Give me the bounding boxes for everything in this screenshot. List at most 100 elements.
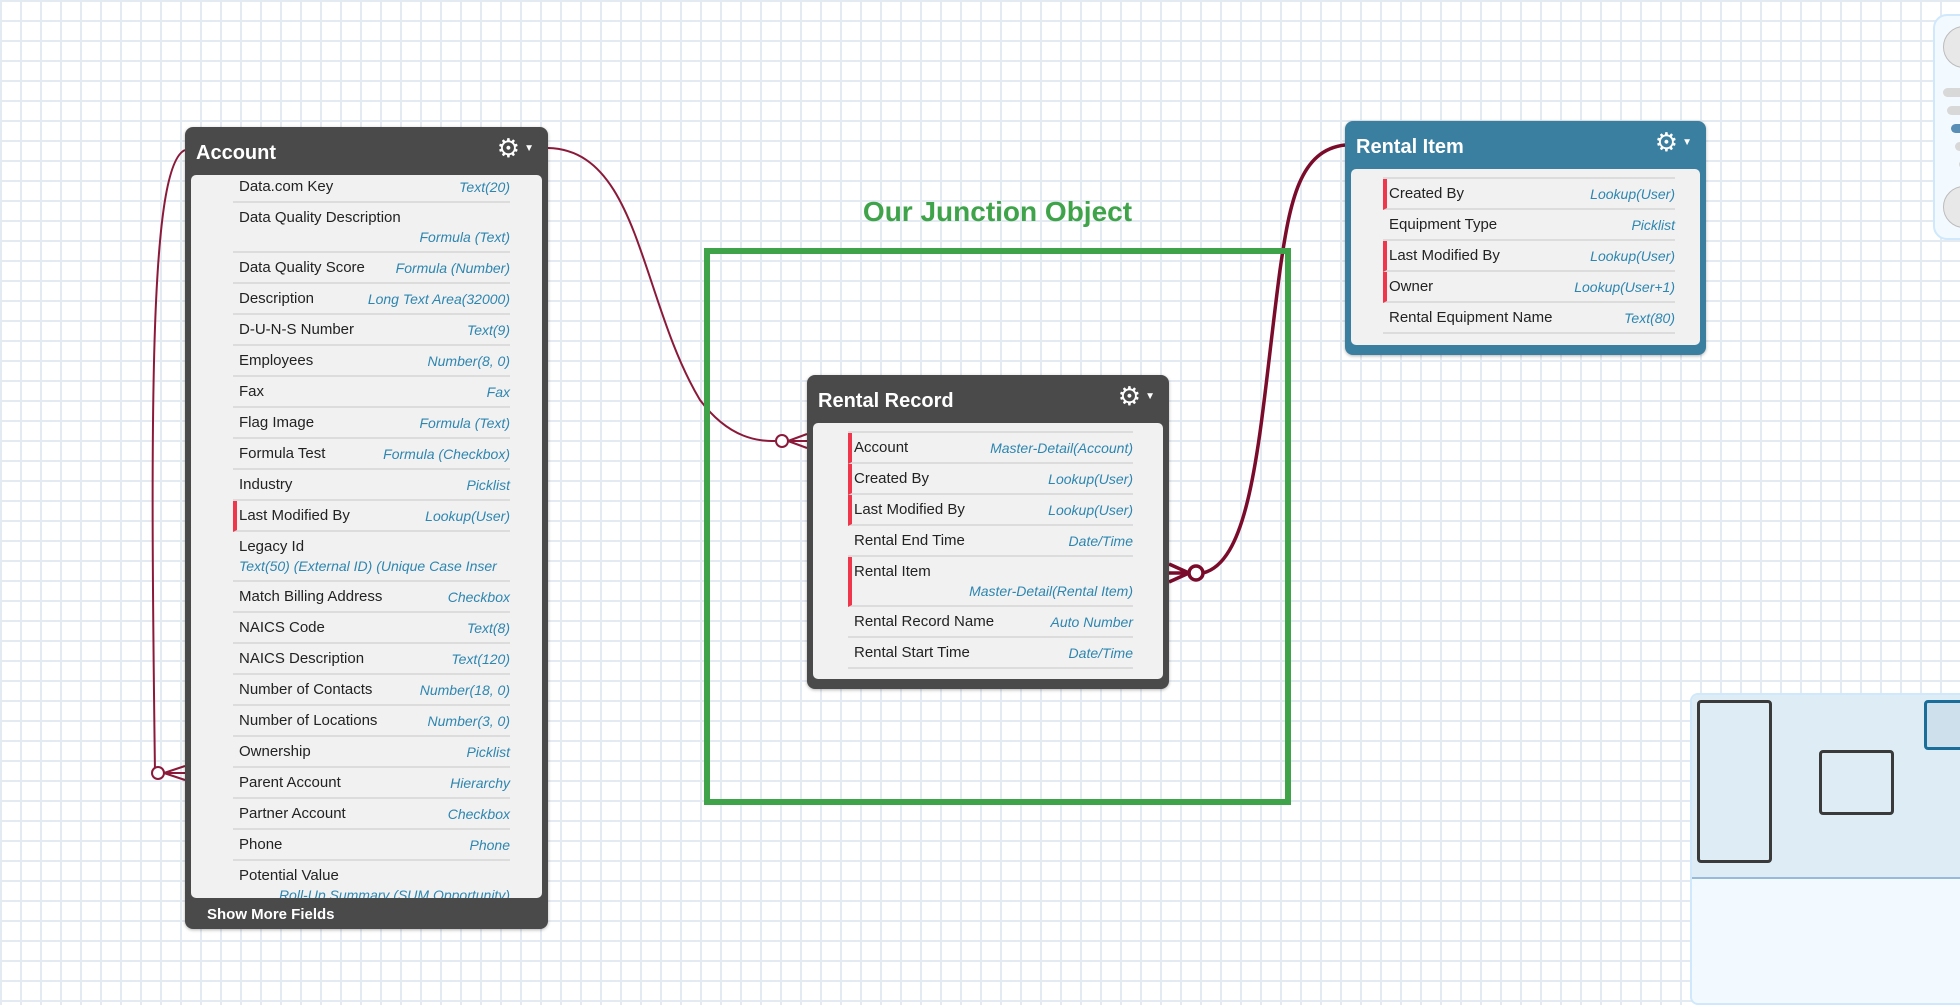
gear-icon[interactable]: ⚙ [1117,381,1141,411]
field-name: Rental Equipment Name [1389,309,1553,326]
show-more-fields-button[interactable]: Show More Fields [207,906,335,923]
zoom-in-button[interactable] [1943,26,1960,68]
field-type: Formula (Checkbox) [383,446,510,462]
field-row[interactable]: Account Master-Detail(Account) [848,433,1133,464]
object-header[interactable]: Rental Item ⚙ ▼ [1345,121,1706,167]
field-name: Data.com Key [239,178,334,195]
zoom-level-current[interactable] [1951,124,1960,133]
field-name: Rental Record Name [854,613,995,630]
zoom-control[interactable] [1933,14,1960,240]
gear-icon[interactable]: ⚙ [496,133,520,163]
field-name: Created By [1389,185,1465,202]
field-type: Master-Detail(Account) [990,440,1133,456]
field-row[interactable]: Description Long Text Area(32000) [233,284,510,315]
object-header[interactable]: Account ⚙ ▼ [185,127,548,173]
field-type: Long Text Area(32000) [367,291,510,307]
field-type: Master-Detail(Rental Item) [969,583,1133,599]
field-type: Picklist [466,477,510,493]
field-name: Last Modified By [854,501,965,518]
field-name: Description [239,290,315,307]
field-type: Text(9) [466,322,510,338]
junction-highlight-box [704,248,1291,805]
gear-icon[interactable]: ⚙ [1654,127,1678,157]
chevron-down-icon[interactable]: ▼ [1145,391,1155,402]
field-name: Rental End Time [854,532,965,549]
field-name: Phone [239,836,283,853]
field-type: Text(50) (External ID) (Unique Case Inse… [239,558,497,574]
field-name: Number of Contacts [239,681,373,698]
field-type: Number(3, 0) [427,713,510,729]
field-row[interactable]: Rental Record Name Auto Number [848,607,1133,638]
object-title: Account [196,142,276,164]
object-header[interactable]: Rental Record ⚙ ▼ [807,375,1169,421]
zoom-level-step[interactable] [1943,88,1960,97]
field-type: Phone [469,837,510,853]
field-row[interactable]: Industry Picklist [233,470,510,501]
field-row[interactable]: Phone Phone [233,830,510,861]
field-type: Auto Number [1050,614,1133,630]
object-rental-record[interactable]: Rental Record ⚙ ▼ Account Master-Detail(A… [807,375,1169,689]
field-name: Data Quality Description [239,209,401,226]
field-type: Hierarchy [450,775,510,791]
field-name: Potential Value [239,867,339,884]
account-self-link-circle [151,766,165,780]
field-name: Industry [239,476,293,493]
field-name: Partner Account [239,805,346,822]
chevron-down-icon[interactable]: ▼ [1682,137,1692,148]
field-name: NAICS Description [239,650,365,667]
field-type: Fax [486,384,510,400]
field-type: Checkbox [447,589,510,605]
field-name: Rental Item [854,563,931,580]
minimap-viewport[interactable] [1692,695,1960,879]
field-type: Lookup(User+1) [1574,279,1675,295]
zoom-level-step[interactable] [1955,142,1960,151]
chevron-down-icon[interactable]: ▼ [524,143,534,154]
field-row[interactable]: Match Billing Address Checkbox [233,582,510,613]
field-name: Data Quality Score [239,259,365,276]
minimap[interactable] [1690,693,1960,1005]
minimap-account [1697,700,1772,863]
field-type: Picklist [1631,217,1675,233]
field-name: Created By [854,470,930,487]
field-type: Formula (Text) [419,415,510,431]
zoom-out-button[interactable] [1943,186,1960,228]
field-name: Account [854,439,909,456]
field-name: Parent Account [239,774,341,791]
field-name: Match Billing Address [239,588,383,605]
zoom-level-step[interactable] [1947,106,1960,115]
field-type: Roll-Up Summary (SUM Opportunity) [278,887,510,898]
field-row[interactable]: Parent Account Hierarchy [233,768,510,799]
